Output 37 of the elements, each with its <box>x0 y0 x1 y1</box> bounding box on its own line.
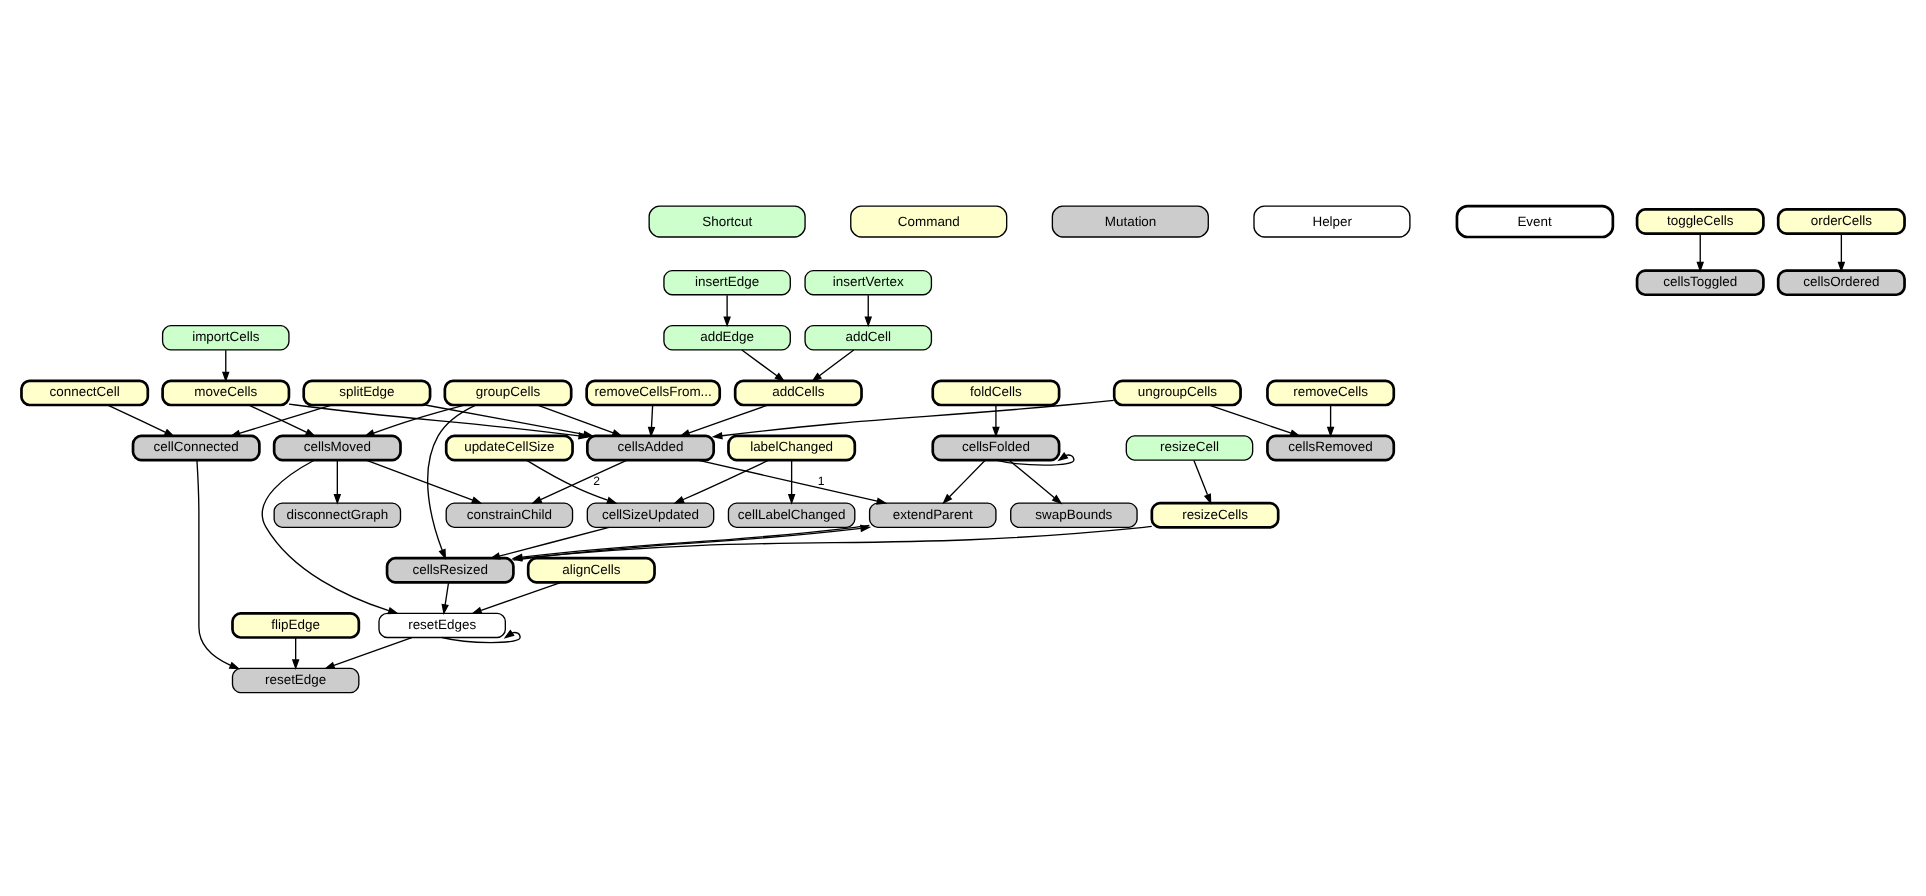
arrow <box>942 459 986 505</box>
arrow <box>711 399 1115 440</box>
arrow <box>525 459 618 504</box>
arrow <box>787 459 796 505</box>
arrow <box>196 459 241 670</box>
arrow <box>992 404 1000 438</box>
arrow <box>441 629 521 644</box>
arrow <box>864 294 872 328</box>
arrow <box>1008 459 1063 505</box>
arrow <box>995 452 1075 466</box>
arrow <box>248 404 317 437</box>
arrow <box>723 294 731 328</box>
arrow <box>1837 233 1846 273</box>
arrow <box>427 404 477 560</box>
arrow <box>811 349 855 382</box>
arrow <box>697 459 888 505</box>
arrow <box>229 404 333 437</box>
arrow <box>365 459 483 504</box>
arrow <box>1326 404 1335 438</box>
arrow <box>1208 404 1301 437</box>
arrow <box>291 637 300 671</box>
arrow <box>531 459 628 504</box>
arrow <box>324 636 413 670</box>
arrow <box>363 404 466 437</box>
arrow <box>333 459 342 505</box>
arrow <box>673 459 770 504</box>
arrow <box>741 349 786 382</box>
arrow <box>288 403 590 440</box>
arrow <box>441 582 450 615</box>
arrow <box>647 404 656 438</box>
arrow <box>679 404 769 437</box>
arrow <box>107 404 175 437</box>
arrow <box>1696 233 1704 273</box>
arrow <box>261 459 399 615</box>
arrow <box>222 349 230 383</box>
arrow <box>1193 459 1212 505</box>
arrow <box>471 581 562 614</box>
